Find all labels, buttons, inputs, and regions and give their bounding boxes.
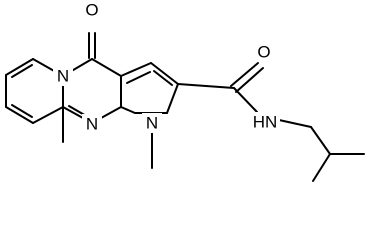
double-bond-inner (126, 71, 151, 84)
bond (166, 83, 179, 114)
oxygen-amide-label: O (257, 43, 270, 62)
bond (120, 62, 152, 77)
chemical-structure-diagram: O N N N O HN (5, 1, 365, 182)
nitrogen-pyrimidine-label: N (86, 115, 98, 134)
pyrrole-ring (120, 62, 179, 114)
bond (5, 106, 34, 124)
isobutyl-bond (278, 119, 312, 128)
double-bond-inner (11, 64, 33, 78)
amide-nh-label: HN (253, 113, 278, 132)
bond (5, 58, 34, 76)
bond (150, 62, 179, 85)
nitrogen-pyrrole-label: N (146, 114, 158, 133)
amide-carbon-bond (177, 83, 235, 89)
bond (91, 58, 122, 77)
isobutyl-bond (310, 126, 331, 155)
bond (120, 106, 136, 114)
double-bond-inner (153, 70, 173, 86)
amide-double-bond (235, 67, 264, 93)
amide-double-bond (230, 62, 259, 87)
double-bond-inner (11, 104, 33, 118)
nitrogen-pyridine-label: N (57, 67, 69, 86)
pyridine-ring (5, 58, 64, 124)
bond (32, 106, 64, 124)
oxygen-ketone-label: O (85, 1, 98, 20)
amide-n-bond (233, 87, 258, 113)
isobutyl-bond (312, 153, 331, 182)
